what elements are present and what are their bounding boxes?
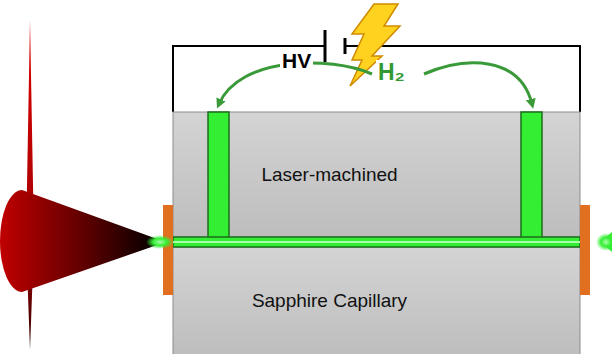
gas-label: H₂ <box>376 60 407 85</box>
gas-inlet <box>208 112 229 239</box>
block-label: Sapphire Capillary <box>252 290 407 312</box>
capillary-block: Sapphire Capillary <box>173 247 580 354</box>
end-cap <box>163 205 173 295</box>
laser-spike <box>26 20 34 350</box>
laser-machined-block <box>173 112 580 237</box>
gas-inlet <box>521 112 542 239</box>
plasma-channel <box>173 237 580 247</box>
channel-axis <box>173 241 580 243</box>
capillary-block: Laser-machined <box>173 112 580 237</box>
end-cap <box>580 205 590 295</box>
laser-cone <box>0 190 160 292</box>
block-label: Laser-machined <box>261 164 397 186</box>
focus-glow <box>146 235 174 249</box>
gas-flow-arrow <box>424 63 532 104</box>
sapphire-block <box>173 247 580 354</box>
voltage-label: HV <box>280 49 313 72</box>
exit-glow <box>596 233 612 251</box>
